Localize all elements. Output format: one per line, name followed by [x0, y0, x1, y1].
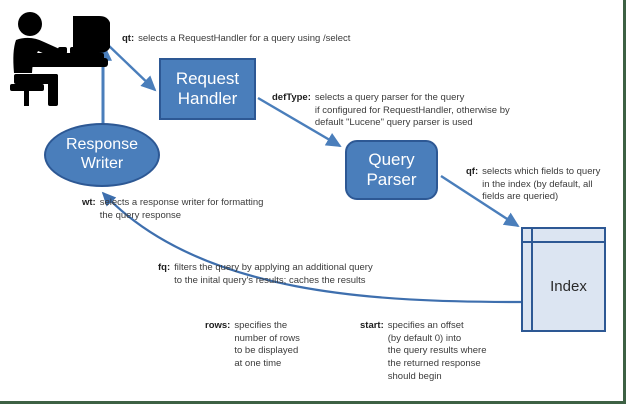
- node-response-writer-line1: Response: [65, 136, 139, 154]
- annotation-qt-lines: selects a RequestHandler for a query usi…: [138, 33, 350, 46]
- annotation-line: should begin: [387, 370, 442, 382]
- annotation-line: specifies the: [234, 320, 288, 331]
- annotation-qf-lines: selects which fields to query in the ind…: [482, 166, 600, 204]
- annotation-line: number of rows: [234, 332, 300, 344]
- index-box-top-edge: [521, 241, 606, 243]
- annotation-line: specifies an offset: [387, 320, 464, 331]
- arrow-request-handler-to-query-parser: [257, 96, 342, 148]
- annotation-line: default "Lucene" query parser is used: [314, 117, 473, 129]
- annotation-rows-key: rows:: [205, 320, 231, 331]
- annotation-wt-lines: selects a response writer for formatting…: [100, 197, 264, 222]
- node-index[interactable]: Index: [521, 227, 606, 332]
- annotation-qt-key: qt:: [122, 33, 135, 44]
- annotation-line: to be displayed: [234, 345, 299, 357]
- annotation-deftype-key: defType:: [272, 92, 311, 103]
- annotation-fq-key: fq:: [158, 262, 171, 273]
- annotation-line: the query response: [99, 209, 182, 221]
- node-query-parser-line1: Query: [368, 149, 415, 169]
- curve-index-to-response-writer: [101, 191, 522, 304]
- node-request-handler-line1: Request: [175, 68, 240, 88]
- annotation-rows: rows: specifies the number of rows to be…: [205, 320, 300, 371]
- annotation-line: the query results where: [387, 345, 487, 357]
- annotation-line: selects a query parser for the query: [314, 92, 465, 103]
- node-response-writer-line2: Writer: [80, 155, 124, 172]
- annotation-start-lines: specifies an offset (by default 0) into …: [388, 320, 487, 383]
- annotation-line: fields are queried): [482, 191, 559, 203]
- annotation-wt-key: wt:: [82, 197, 96, 208]
- user-at-computer-icon: [10, 12, 110, 106]
- annotation-line: to the inital query's results; caches th…: [174, 274, 366, 286]
- annotation-line: selects a RequestHandler for a query usi…: [138, 33, 351, 44]
- annotation-qf-key: qf:: [466, 166, 479, 177]
- annotation-line: the returned response: [387, 357, 481, 369]
- annotation-deftype: defType: selects a query parser for the …: [272, 92, 510, 130]
- annotation-wt: wt: selects a response writer for format…: [82, 197, 263, 222]
- annotation-line: filters the query by applying an additio…: [174, 262, 373, 273]
- annotation-line: selects a response writer for formatting: [99, 197, 264, 208]
- annotation-line: selects which fields to query: [482, 166, 601, 177]
- annotation-start: start: specifies an offset (by default 0…: [360, 320, 487, 383]
- annotation-fq-lines: filters the query by applying an additio…: [174, 262, 373, 287]
- annotation-line: if configured for RequestHandler, otherw…: [314, 104, 510, 116]
- annotation-fq: fq: filters the query by applying an add…: [158, 262, 373, 287]
- node-request-handler-line2: Handler: [177, 89, 238, 108]
- arrow-user-to-request-handler: [106, 43, 157, 92]
- index-box-left-edge: [531, 227, 533, 332]
- arrow-query-parser-to-index: [440, 174, 520, 228]
- annotation-deftype-lines: selects a query parser for the query if …: [315, 92, 510, 130]
- annotation-qt: qt: selects a RequestHandler for a query…: [122, 33, 350, 46]
- node-response-writer[interactable]: Response Writer: [44, 123, 160, 187]
- annotation-line: in the index (by default, all: [482, 178, 593, 190]
- index-box-face: [521, 227, 606, 332]
- annotation-rows-lines: specifies the number of rows to be displ…: [234, 320, 299, 371]
- annotation-line: (by default 0) into: [387, 332, 462, 344]
- node-query-parser-line2: Parser: [366, 170, 417, 189]
- node-index-label: Index: [550, 278, 587, 295]
- annotation-qf: qf: selects which fields to query in the…: [466, 166, 600, 204]
- node-request-handler[interactable]: Request Handler: [159, 58, 256, 120]
- node-query-parser[interactable]: Query Parser: [345, 140, 438, 200]
- annotation-line: at one time: [234, 357, 282, 369]
- annotation-start-key: start:: [360, 320, 384, 331]
